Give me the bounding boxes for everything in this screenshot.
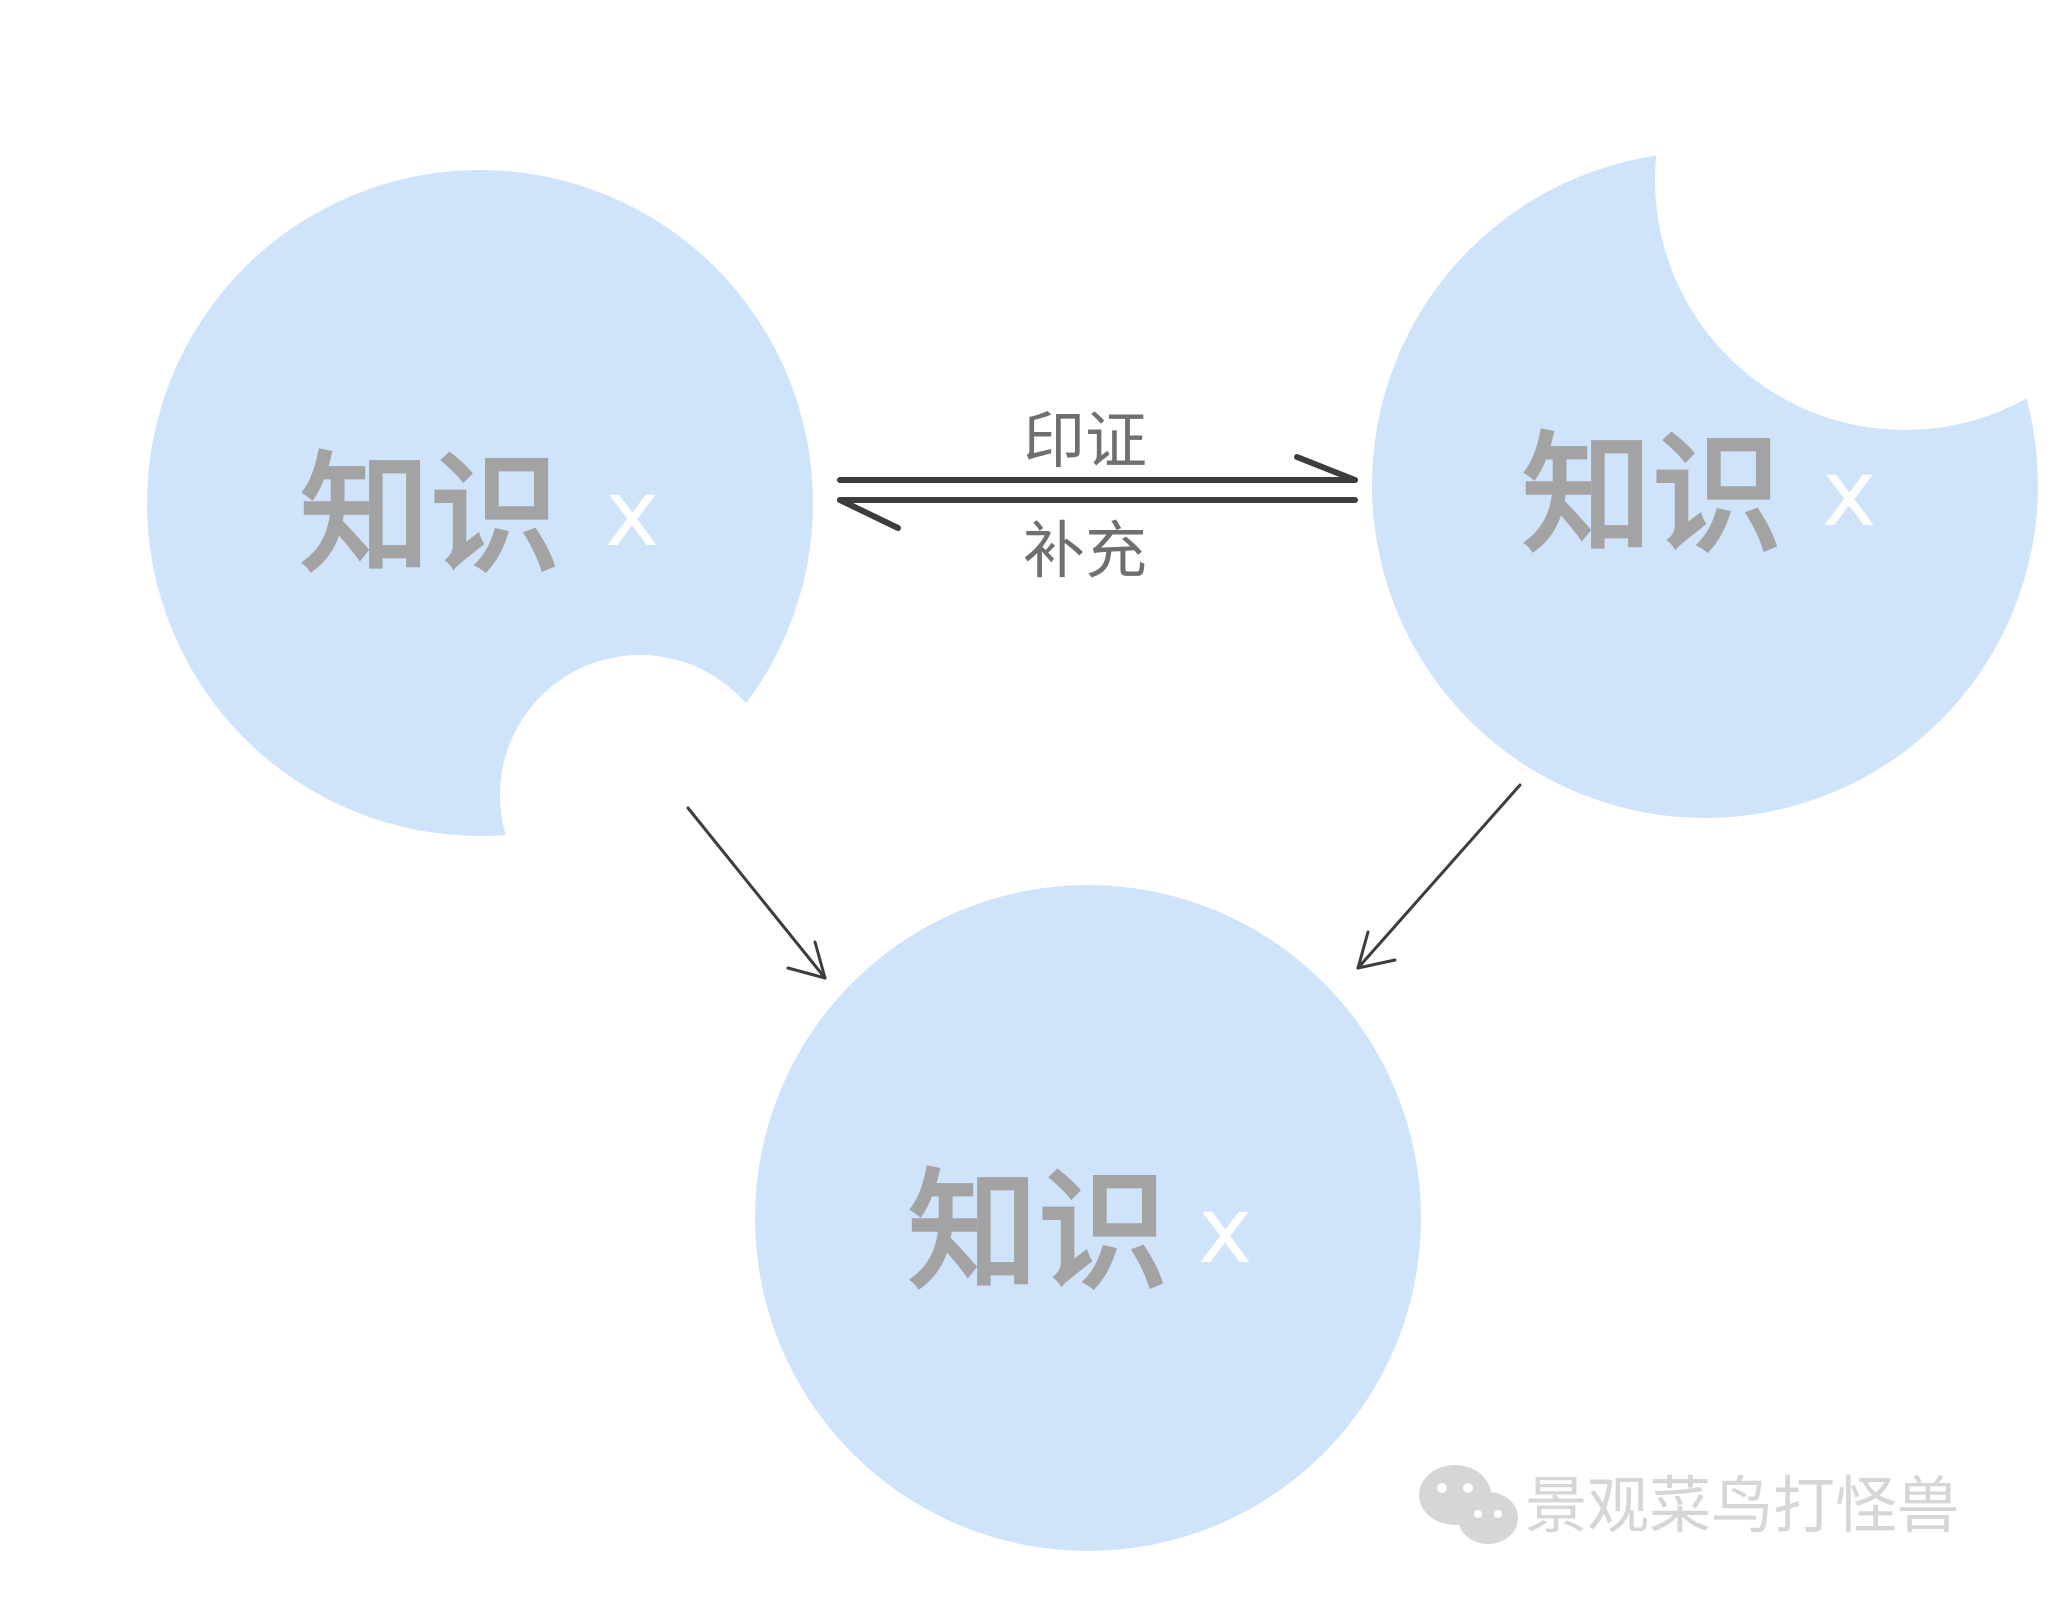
edge-left-bottom <box>686 806 827 980</box>
edge-left-bottom-line <box>686 806 827 980</box>
node-left-keyword: 知识 <box>300 439 560 591</box>
wechat-icon <box>1419 1465 1518 1544</box>
node-left-circle <box>147 170 813 836</box>
node-right-keyword: 知识 <box>1522 419 1782 571</box>
edge-right-bottom-line <box>1356 783 1522 970</box>
node-bottom: 知识 x <box>755 885 1421 1551</box>
node-right-x: x <box>1822 440 1876 547</box>
edge-left-right: 印证 补充 <box>837 404 1358 587</box>
node-bottom-x: x <box>1198 1177 1252 1284</box>
edge-right-bottom-head-b <box>1356 930 1370 970</box>
edge-right-bottom-head-a <box>1356 958 1397 970</box>
edge-forward-label: 印证 <box>1023 404 1147 477</box>
edge-backward-head <box>837 497 901 531</box>
node-bottom-circle <box>755 885 1421 1551</box>
watermark-text: 景观菜鸟打怪兽 <box>1525 1469 1959 1542</box>
node-left: 知识 x <box>147 170 813 836</box>
edge-forward-head <box>1294 454 1358 483</box>
node-right: 知识 x <box>1372 152 2038 818</box>
node-left-x: x <box>605 460 659 567</box>
watermark: 景观菜鸟打怪兽 <box>1419 1465 1959 1544</box>
node-bottom-keyword: 知识 <box>908 1156 1168 1308</box>
edge-right-bottom <box>1356 783 1522 970</box>
edge-backward-label: 补充 <box>1023 514 1147 587</box>
edge-left-bottom-head-a <box>786 966 827 980</box>
edge-left-bottom-head-b <box>813 940 827 980</box>
node-right-circle <box>1372 152 2038 818</box>
